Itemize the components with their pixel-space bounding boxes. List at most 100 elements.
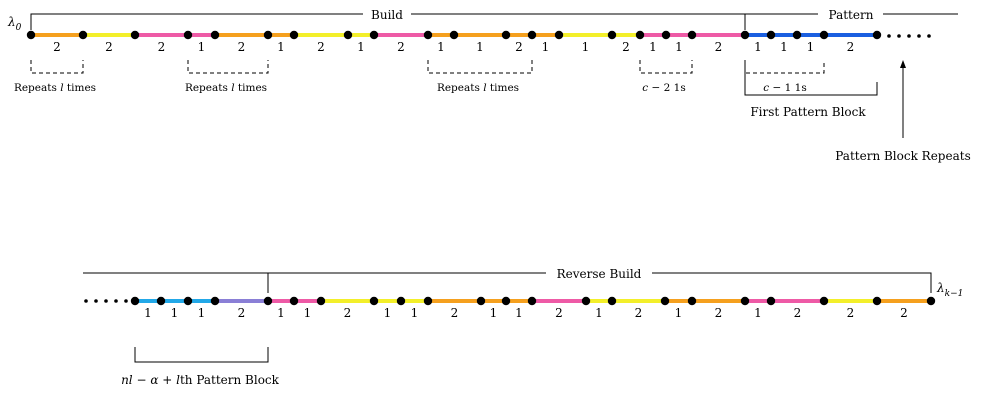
top-edge-label-20: 1 xyxy=(780,40,788,54)
bottom-vertex-12 xyxy=(527,296,537,306)
pattern-block-repeats-label: Pattern Block Repeats xyxy=(835,149,970,163)
top-edge-label-11: 1 xyxy=(476,40,484,54)
top-vertex-16 xyxy=(661,30,671,40)
top-edge-label-12: 2 xyxy=(515,40,523,54)
reverse-build-bracket-right xyxy=(652,272,932,293)
top-vertex-8 xyxy=(369,30,379,40)
top-edge-label-16: 1 xyxy=(649,40,657,54)
top-vertex-17 xyxy=(687,30,697,40)
top-edge-label-17: 1 xyxy=(675,40,683,54)
bottom-vertex-17 xyxy=(740,296,750,306)
repeats-bracket-1 xyxy=(30,60,84,74)
bottom-edge-label-17: 2 xyxy=(715,306,723,320)
bottom-edge-label-1: 1 xyxy=(144,306,152,320)
build-label: Build xyxy=(371,8,403,22)
top-vertex-11 xyxy=(501,30,511,40)
bottom-dots xyxy=(130,296,936,306)
bottom-vertex-3 xyxy=(210,296,220,306)
top-edge-label-21: 1 xyxy=(807,40,815,54)
top-edge-label-15: 2 xyxy=(622,40,630,54)
top-vertex-2 xyxy=(130,30,140,40)
top-vertex-7 xyxy=(343,30,353,40)
top-edge-label-18: 2 xyxy=(715,40,723,54)
top-edge-label-5: 2 xyxy=(238,40,246,54)
bottom-vertex-10 xyxy=(476,296,486,306)
repeats-label-3: Repeats l times xyxy=(437,82,519,94)
first-pattern-block-label: First Pattern Block xyxy=(750,105,866,119)
bottom-vertex-18 xyxy=(766,296,776,306)
bottom-vertex-21 xyxy=(926,296,936,306)
bottom-vertex-0 xyxy=(130,296,140,306)
bottom-continuation-dots xyxy=(84,299,128,303)
bottom-edge-label-15: 2 xyxy=(635,306,643,320)
repeats-label-2: Repeats l times xyxy=(185,82,267,94)
top-edge-label-1: 2 xyxy=(53,40,61,54)
top-vertex-15 xyxy=(635,30,645,40)
top-continuation-dots xyxy=(887,34,931,38)
bottom-edge-label-18: 1 xyxy=(754,306,762,320)
bottom-edge-label-5: 1 xyxy=(277,306,285,320)
bottom-edge-label-10: 2 xyxy=(451,306,459,320)
bottom-edge-label-4: 2 xyxy=(238,306,246,320)
top-dots xyxy=(26,30,882,40)
lambda-0-label: λ0 xyxy=(7,15,22,33)
top-edge-label-2: 2 xyxy=(105,40,113,54)
top-edge-label-6: 1 xyxy=(277,40,285,54)
top-vertex-18 xyxy=(740,30,750,40)
pattern-repeats-arrow-head xyxy=(900,60,906,68)
bottom-vertex-14 xyxy=(607,296,617,306)
pattern-label: Pattern xyxy=(829,8,874,22)
top-vertex-0 xyxy=(26,30,36,40)
build-bracket-left xyxy=(30,13,363,30)
nth-pattern-block-label: nl − α + lth Pattern Block xyxy=(121,373,280,387)
bottom-vertex-15 xyxy=(660,296,670,306)
bottom-edge-label-6: 1 xyxy=(304,306,312,320)
bottom-edge-label-11: 1 xyxy=(490,306,498,320)
repeats-bracket-2 xyxy=(187,60,269,74)
top-edge-label-3: 2 xyxy=(158,40,166,54)
top-edge-label-19: 1 xyxy=(754,40,762,54)
nth-pattern-block-bracket xyxy=(134,347,269,363)
top-vertex-19 xyxy=(766,30,776,40)
repeats-label-1: Repeats l times xyxy=(14,82,96,94)
bottom-vertex-16 xyxy=(687,296,697,306)
top-edge-label-22: 2 xyxy=(847,40,855,54)
top-edge-label-14: 1 xyxy=(582,40,590,54)
bottom-vertex-7 xyxy=(369,296,379,306)
top-edge-label-7: 2 xyxy=(317,40,325,54)
bottom-edge-label-12: 1 xyxy=(515,306,523,320)
bottom-vertex-11 xyxy=(501,296,511,306)
top-vertex-21 xyxy=(819,30,829,40)
bottom-edge-label-3: 1 xyxy=(198,306,206,320)
top-vertex-1 xyxy=(78,30,88,40)
top-vertex-9 xyxy=(423,30,433,40)
bottom-edge-label-7: 2 xyxy=(344,306,352,320)
top-edge-label-10: 1 xyxy=(437,40,445,54)
bottom-edge-label-2: 1 xyxy=(171,306,179,320)
c-minus-1-bracket xyxy=(744,60,825,74)
top-edge-label-4: 1 xyxy=(198,40,206,54)
top-vertex-4 xyxy=(210,30,220,40)
top-vertex-12 xyxy=(527,30,537,40)
bottom-vertex-19 xyxy=(819,296,829,306)
first-pattern-block-bracket xyxy=(744,60,878,96)
build-bracket-right xyxy=(411,13,746,30)
top-edge-label-8: 1 xyxy=(357,40,365,54)
bottom-edge-label-9: 1 xyxy=(411,306,419,320)
top-vertex-5 xyxy=(263,30,273,40)
bottom-vertex-6 xyxy=(316,296,326,306)
bottom-edge-label-16: 1 xyxy=(675,306,683,320)
bottom-edge-label-13: 2 xyxy=(555,306,563,320)
lambda-k-minus-1-label: λk−1 xyxy=(936,281,963,299)
repeats-bracket-3 xyxy=(427,60,533,74)
top-vertex-14 xyxy=(607,30,617,40)
top-edge-label-13: 1 xyxy=(542,40,550,54)
bottom-vertex-20 xyxy=(872,296,882,306)
bottom-vertex-8 xyxy=(396,296,406,306)
